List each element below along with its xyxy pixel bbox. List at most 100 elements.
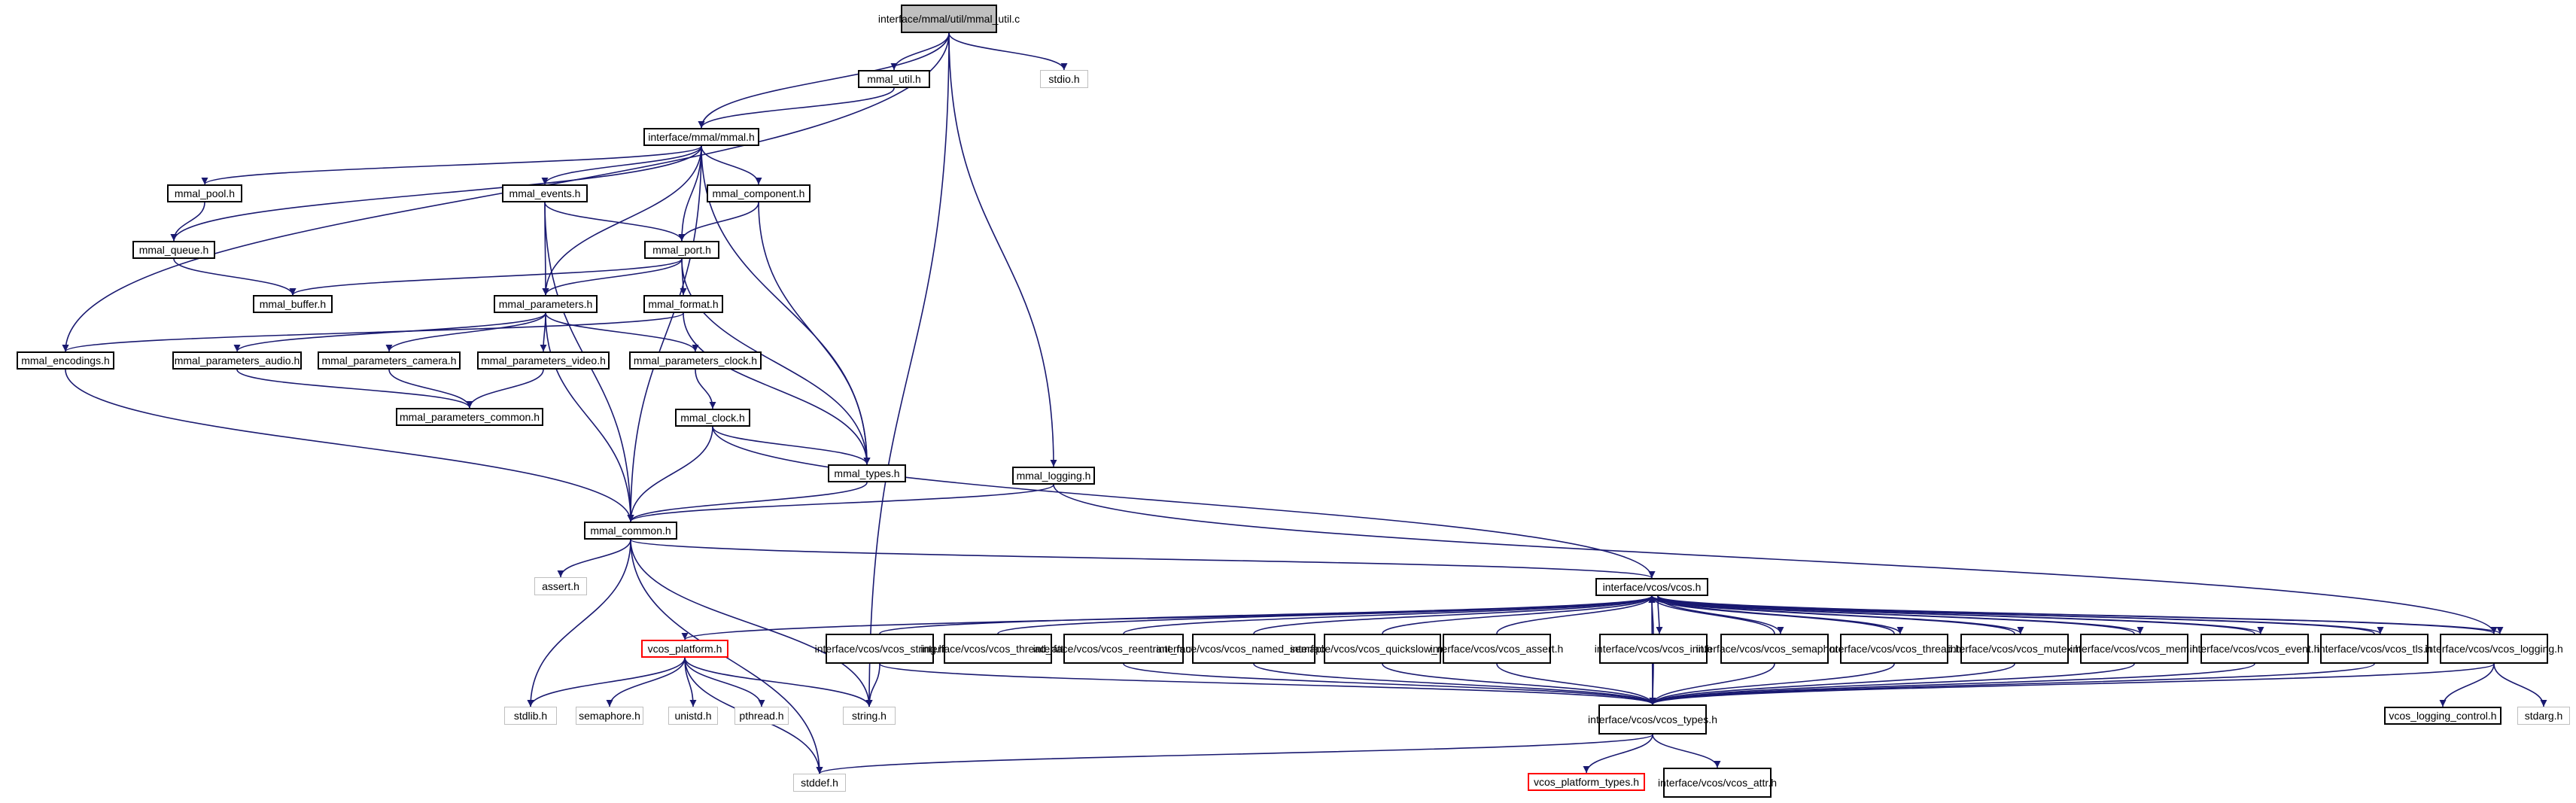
- node-vcos-mem-h[interactable]: interface/vcos/vcos _mem.h: [2070, 634, 2198, 664]
- edge-vcos-h-to-vcos-logging-h: [1657, 595, 2504, 634]
- edge-vcos-assert-h-to-vcos-h: [1496, 595, 1656, 634]
- node-label: mmal_parameters_clock.h: [633, 354, 758, 367]
- node-mmal-port-h[interactable]: mmal_port.h: [644, 241, 719, 259]
- edge-root-to-mmal-h: [698, 32, 950, 129]
- node-mmal-h[interactable]: interface/mmal/mmal.h: [643, 128, 759, 146]
- edge-mmal-encodings-h-to-mmal-common-h: [65, 369, 634, 522]
- node-string-h[interactable]: string.h: [843, 707, 896, 725]
- node-label: pthread.h: [739, 710, 784, 722]
- node-unistd-h[interactable]: unistd.h: [668, 707, 718, 725]
- node-mmal-encodings-h[interactable]: mmal_encodings.h: [17, 351, 114, 370]
- node-label-line-1: interface/vcos/vcos: [1826, 643, 1917, 655]
- node-mmal-parameters-common-h[interactable]: mmal_parameters_common.h: [396, 408, 543, 426]
- node-vcos-logging-h[interactable]: interface/vcos/vcos _logging.h: [2425, 634, 2563, 664]
- node-vcos-platform-types-h[interactable]: vcos_platform_types.h: [1528, 773, 1645, 791]
- node-vcos-event-h[interactable]: interface/vcos/vcos _event.h: [2190, 634, 2319, 664]
- edge-vcos-named-semaphore-h-to-vcos-types-h: [1253, 663, 1656, 705]
- node-pthread-h[interactable]: pthread.h: [734, 707, 789, 725]
- node-label-line-1: interface/vcos/vcos: [1430, 643, 1520, 655]
- node-mmal-parameters-audio-h[interactable]: mmal_parameters_audio.h: [172, 351, 302, 370]
- node-vcos-h[interactable]: interface/vcos/vcos.h: [1595, 578, 1708, 596]
- edge-mmal-clock-h-to-mmal-types-h: [712, 426, 871, 465]
- node-vcos-assert-h[interactable]: interface/vcos/vcos _assert.h: [1431, 634, 1563, 664]
- node-label: stdio.h: [1048, 73, 1080, 85]
- edge-vcos-thread-attr-h-to-vcos-h: [997, 595, 1656, 634]
- edge-mmal-parameters-clock-h-to-mmal-clock-h: [695, 369, 716, 409]
- node-vcos-init-h[interactable]: interface/vcos/vcos _init.h: [1595, 634, 1712, 664]
- node-vcos-tls-h[interactable]: interface/vcos/vcos _tls.h: [2316, 634, 2432, 664]
- node-label: interface/vcos/vcos.h: [1602, 581, 1702, 593]
- node-stdio-h[interactable]: stdio.h: [1040, 70, 1088, 88]
- node-label-line-1: interface/vcos/vcos: [2316, 643, 2407, 655]
- node-label: mmal_types.h: [834, 467, 900, 479]
- edge-mmal-h-to-mmal-component-h: [701, 145, 762, 185]
- node-label: assert.h: [542, 580, 579, 592]
- node-mmal-buffer-h[interactable]: mmal_buffer.h: [253, 295, 333, 313]
- node-mmal-format-h[interactable]: mmal_format.h: [643, 295, 723, 313]
- node-mmal-common-h[interactable]: mmal_common.h: [584, 522, 677, 540]
- edge-mmal-port-h-to-mmal-parameters-h: [542, 258, 683, 296]
- edge-root-to-stdio-h: [948, 32, 1068, 71]
- node-mmal-parameters-h[interactable]: mmal_parameters.h: [494, 295, 598, 313]
- edge-vcos-types-h-to-stddef-h: [816, 734, 1653, 774]
- node-mmal-parameters-camera-h[interactable]: mmal_parameters_camera.h: [318, 351, 461, 370]
- node-mmal-parameters-clock-h[interactable]: mmal_parameters_clock.h: [629, 351, 762, 370]
- node-stddef-h[interactable]: stddef.h: [793, 774, 846, 792]
- node-label: mmal_queue.h: [138, 244, 209, 256]
- node-label: mmal_pool.h: [174, 187, 236, 199]
- node-label: mmal_parameters_video.h: [481, 354, 606, 367]
- edge-vcos-reentrant-mutex-h-to-vcos-h: [1123, 595, 1656, 634]
- node-assert-h[interactable]: assert.h: [534, 577, 587, 595]
- node-vcos-logging-control-h[interactable]: vcos_logging_control.h: [2384, 707, 2501, 725]
- edge-vcos-logging-h-to-vcos-logging-control-h: [2439, 663, 2495, 707]
- node-label: string.h: [852, 710, 887, 722]
- node-mmal-pool-h[interactable]: mmal_pool.h: [167, 184, 242, 202]
- node-vcos-quickslow-mutex-h[interactable]: interface/vcos/vcos _quickslow_mutex.h: [1290, 634, 1475, 664]
- node-label: mmal_util.h: [867, 73, 921, 85]
- edge-mmal-h-to-mmal-queue-h: [170, 145, 702, 242]
- node-mmal-util-h[interactable]: mmal_util.h: [858, 70, 930, 88]
- edge-mmal-component-h-to-mmal-port-h: [678, 202, 759, 242]
- node-vcos-named-semaphore-h[interactable]: interface/vcos/vcos _named_semaphore.h: [1156, 634, 1352, 664]
- node-mmal-component-h[interactable]: mmal_component.h: [707, 184, 811, 202]
- edge-mmal-h-to-mmal-port-h: [678, 145, 702, 242]
- edge-vcos-thread-h-to-vcos-types-h: [1649, 663, 1895, 705]
- node-vcos-mutex-h[interactable]: interface/vcos/vcos _mutex.h: [1948, 634, 2081, 664]
- edge-mmal-logging-h-to-vcos-logging-h: [1053, 484, 2498, 634]
- edge-vcos-reentrant-mutex-h-to-vcos-types-h: [1123, 663, 1656, 705]
- node-stdarg-h[interactable]: stdarg.h: [2517, 707, 2570, 725]
- node-vcos-thread-h[interactable]: interface/vcos/vcos _thread.h: [1827, 634, 1961, 664]
- node-label: mmal_logging.h: [1016, 470, 1091, 482]
- edge-vcos-quickslow-mutex-h-to-vcos-h: [1382, 595, 1656, 634]
- edge-vcos-tls-h-to-vcos-types-h: [1649, 663, 2375, 705]
- node-mmal-events-h[interactable]: mmal_events.h: [502, 184, 588, 202]
- node-mmal-queue-h[interactable]: mmal_queue.h: [132, 241, 215, 259]
- node-vcos-platform-h[interactable]: vcos_platform.h: [641, 640, 728, 658]
- node-vcos-string-h[interactable]: interface/vcos/vcos _string.h: [815, 634, 944, 664]
- edge-vcos-logging-h-to-stdarg-h: [2493, 663, 2547, 707]
- node-semaphore-h[interactable]: semaphore.h: [576, 707, 643, 725]
- edge-vcos-types-h-to-vcos-platform-types-h: [1583, 734, 1653, 774]
- node-mmal-logging-h[interactable]: mmal_logging.h: [1012, 467, 1095, 485]
- node-mmal-parameters-video-h[interactable]: mmal_parameters_video.h: [477, 351, 610, 370]
- node-label: vcos_logging_control.h: [2389, 710, 2497, 722]
- edge-mmal-component-h-to-mmal-types-h: [758, 202, 871, 465]
- edge-vcos-event-h-to-vcos-types-h: [1649, 663, 2255, 705]
- edge-vcos-string-h-to-string-h: [865, 663, 880, 707]
- node-vcos-types-h[interactable]: interface/vcos/vcos _types.h: [1588, 704, 1717, 735]
- node-vcos-thread-attr-h[interactable]: interface/vcos/vcos _thread_attr.h: [920, 634, 1075, 664]
- node-label: mmal_component.h: [712, 187, 805, 199]
- node-label: mmal_common.h: [590, 525, 671, 537]
- edge-vcos-platform-h-to-string-h: [684, 657, 873, 707]
- node-stdlib-h[interactable]: stdlib.h: [504, 707, 557, 725]
- edge-mmal-h-to-mmal-events-h: [541, 145, 702, 185]
- node-mmal-clock-h[interactable]: mmal_clock.h: [675, 409, 750, 427]
- node-vcos-semaphore-h[interactable]: interface/vcos/vcos _semaphore.h: [1696, 634, 1853, 664]
- edge-mmal-pool-h-to-mmal-queue-h: [170, 202, 205, 242]
- node-vcos-attr-h[interactable]: interface/vcos/vcos _attr.h: [1658, 768, 1777, 798]
- node-label: mmal_parameters_common.h: [400, 411, 540, 423]
- node-label: stdarg.h: [2524, 710, 2563, 722]
- node-mmal-types-h[interactable]: mmal_types.h: [828, 464, 906, 482]
- node-vcos-reentrant-mutex-h[interactable]: interface/vcos/vcos _reentrant_mutex.h: [1033, 634, 1214, 664]
